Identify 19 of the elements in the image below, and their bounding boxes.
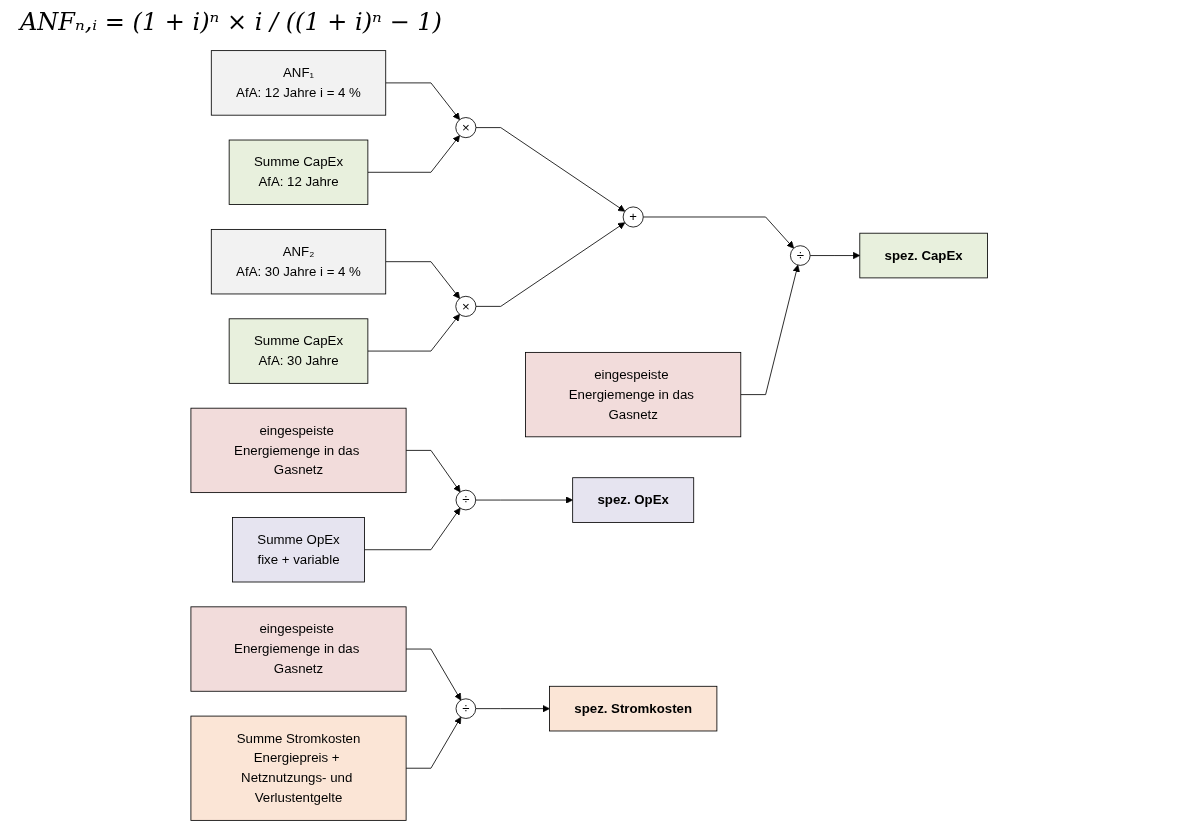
node-box: Summe Stromkosten Energiepreis + Netznutzungs- und Verlustentgelte xyxy=(190,715,407,821)
node-circle: ÷ xyxy=(455,489,476,511)
node-box: Summe OpEx fixe + variable xyxy=(231,517,365,583)
node-box: spez. Stromkosten xyxy=(548,685,718,732)
node-box: Summe CapEx AfA: 12 Jahre xyxy=(228,139,369,205)
node-box: ANF₂ AfA: 30 Jahre i = 4 % xyxy=(210,229,386,295)
node-circle: + xyxy=(622,206,644,228)
node-box: spez. OpEx xyxy=(572,477,694,523)
node-box: eingespeiste Energiemenge in das Gasnetz xyxy=(190,407,407,494)
node-circle: ÷ xyxy=(455,698,476,719)
node-circle: × xyxy=(455,117,477,139)
node-box: Summe CapEx AfA: 30 Jahre xyxy=(228,318,369,384)
node-circle: × xyxy=(455,295,477,317)
node-box: ANF₁ AfA: 12 Jahre i = 4 % xyxy=(210,50,386,116)
node-box: spez. CapEx xyxy=(859,232,988,279)
node-box: eingespeiste Energiemenge in das Gasnetz xyxy=(190,606,407,692)
node-box: eingespeiste Energiemenge in das Gasnetz xyxy=(524,351,741,438)
formula-text: ANFₙ,ᵢ = (1 + i)ⁿ × i / ((1 + i)ⁿ − 1) xyxy=(20,8,442,36)
node-circle: ÷ xyxy=(789,245,811,266)
